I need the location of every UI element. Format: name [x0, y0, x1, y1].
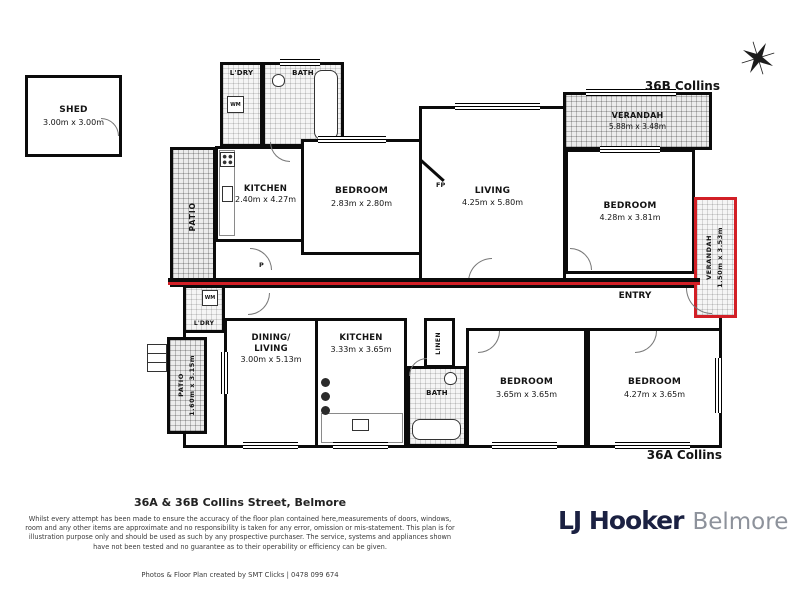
room-name: BATH: [426, 389, 448, 397]
room-linen-36a: LINEN: [424, 318, 455, 368]
window: [492, 442, 557, 449]
sink-icon: [352, 419, 369, 431]
room-name: LINEN: [435, 331, 443, 355]
window: [280, 59, 320, 66]
room-label: VERANDAH 5.88m x 3.48m: [609, 111, 666, 131]
room-dims: 5.88m x 3.48m: [608, 122, 667, 131]
room-name: SHED: [59, 105, 88, 116]
steps-icon: [147, 344, 167, 372]
room-label: DINING/ LIVING 3.00m x 5.13m: [240, 333, 301, 364]
toilet-icon: [272, 74, 285, 87]
sink-icon: [222, 186, 233, 202]
room-name: L'DRY: [229, 69, 254, 77]
room-name: PATIO 1.60m x 3.15m: [176, 355, 196, 416]
brand-branch: Belmore: [692, 509, 789, 535]
disclaimer-text: Whilst every attempt has been made to en…: [25, 515, 455, 551]
room-label: KITCHEN 2.40m x 4.27m: [235, 184, 296, 205]
unit-36b-label: 36B Collins: [644, 79, 720, 93]
room-patio-36b: PATIO: [170, 147, 216, 287]
room-label: BEDROOM 4.27m x 3.65m: [624, 377, 685, 398]
room-name: L'DRY: [193, 319, 215, 327]
pantry-label: P: [259, 261, 264, 269]
room-name: DINING/ LIVING: [251, 333, 291, 354]
brand-name: LJ Hooker: [558, 506, 684, 535]
room-name: BEDROOM: [603, 200, 657, 211]
room-verandah-top-36b: VERANDAH 5.88m x 3.48m: [563, 92, 712, 150]
window: [586, 89, 676, 96]
room-name: BATH: [292, 69, 314, 77]
room-bedroom1-36b: BEDROOM 2.83m x 2.80m: [301, 139, 422, 255]
room-label: KITCHEN 3.33m x 3.65m: [330, 333, 391, 354]
window: [715, 358, 722, 413]
room-name: KITCHEN: [243, 183, 288, 194]
unit-36a-label: 36A Collins: [646, 448, 722, 462]
room-name: KITCHEN: [339, 333, 383, 343]
window: [333, 442, 388, 449]
burner-icon: [321, 392, 330, 401]
burner-icon: [321, 378, 330, 387]
room-dims: 3.00m x 5.13m: [240, 355, 302, 365]
room-dims: 4.28m x 3.81m: [599, 213, 661, 223]
window: [600, 146, 660, 153]
room-label: BEDROOM 2.83m x 2.80m: [331, 186, 392, 207]
room-bedroom2-36b: BEDROOM 4.28m x 3.81m: [565, 149, 695, 274]
party-wall: [168, 278, 700, 283]
room-name: BEDROOM: [334, 186, 389, 197]
room-label: BEDROOM 4.28m x 3.81m: [599, 201, 660, 222]
boundary-red-line: [168, 282, 700, 285]
window: [243, 442, 298, 449]
room-label: LIVING 4.25m x 5.80m: [462, 186, 523, 207]
room-living-36b: LIVING 4.25m x 5.80m: [419, 106, 566, 287]
room-name: PATIO: [187, 202, 197, 232]
compass-icon: [740, 40, 776, 76]
washing-machine-icon: WM: [227, 96, 244, 113]
room-label: SHED 3.00m x 3.00m: [43, 105, 104, 126]
room-dims: 4.27m x 3.65m: [623, 389, 686, 399]
window: [455, 103, 540, 110]
room-bedroom4-36a: BEDROOM 4.27m x 3.65m: [587, 328, 722, 448]
room-dims: 3.00m x 3.00m: [42, 117, 105, 127]
room-dims: 3.65m x 3.65m: [495, 389, 558, 399]
room-name: BEDROOM: [627, 377, 682, 388]
room-dims: 2.83m x 2.80m: [330, 198, 393, 208]
room-name: VERANDAH 1.50m x 3.53m: [705, 227, 725, 288]
room-patio-36a: PATIO 1.60m x 3.15m: [167, 337, 207, 434]
bathtub-icon: [314, 70, 338, 140]
fireplace-label: FP: [436, 181, 446, 189]
washing-machine-icon: WM: [202, 290, 218, 306]
bathtub-icon: [412, 419, 461, 440]
room-dining-36a: DINING/ LIVING 3.00m x 5.13m: [224, 318, 318, 448]
room-name: LIVING: [474, 185, 511, 196]
room-dims: 3.33m x 3.65m: [330, 344, 392, 354]
window: [318, 136, 386, 143]
toilet-icon: [444, 372, 457, 385]
credit-text: Photos & Floor Plan created by SMT Click…: [141, 571, 339, 579]
room-shed: SHED 3.00m x 3.00m: [25, 75, 122, 157]
address-title: 36A & 36B Collins Street, Belmore: [133, 496, 347, 509]
room-name: BEDROOM: [499, 377, 554, 388]
burner-icon: [321, 406, 330, 415]
room-name: VERANDAH: [611, 111, 664, 120]
room-dims: 2.40m x 4.27m: [234, 195, 297, 205]
window: [615, 442, 690, 449]
room-label: BEDROOM 3.65m x 3.65m: [496, 377, 557, 398]
entry-label: ENTRY: [618, 291, 652, 301]
stove-icon: [220, 152, 235, 167]
room-dims: 4.25m x 5.80m: [461, 198, 524, 208]
ljhooker-logo: LJ Hooker Belmore: [558, 506, 788, 535]
window: [221, 352, 228, 394]
